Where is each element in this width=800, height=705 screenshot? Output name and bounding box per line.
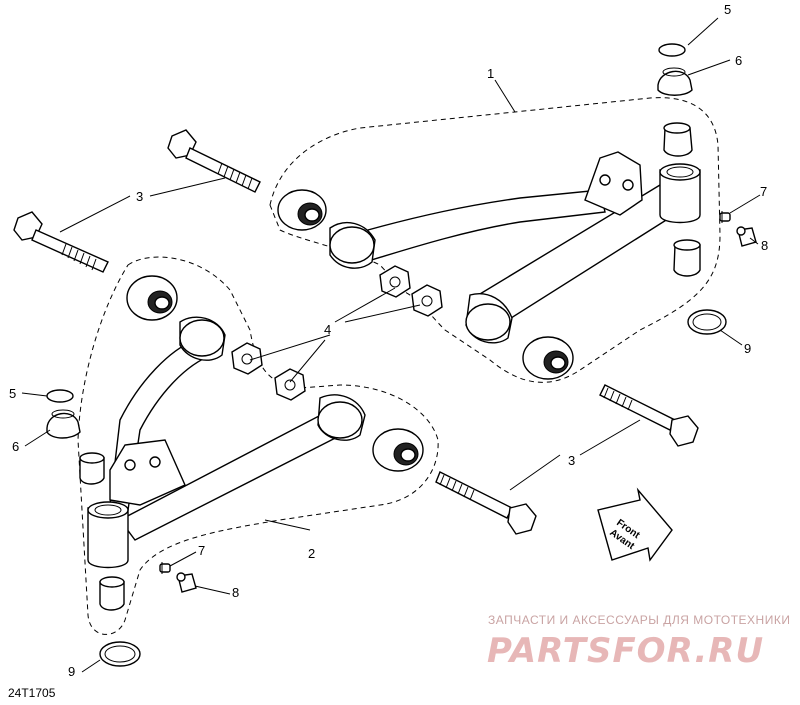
nut-4-d [274, 368, 306, 401]
callout-7-bottom: 7 [198, 543, 205, 558]
retaining-ring-5-bottom [46, 389, 74, 403]
lower-rear-bushing [372, 428, 424, 472]
callout-5-left: 5 [9, 386, 16, 401]
bolt-3-upper-right [599, 384, 699, 447]
callout-5-top: 5 [724, 2, 731, 17]
cap-8-top [736, 226, 757, 247]
front-direction-arrow: Front Avant [597, 487, 673, 562]
lower-arm-group-outline [77, 256, 439, 635]
callout-7-top: 7 [760, 184, 767, 199]
seal-ring-9-top [687, 309, 727, 335]
callout-2: 2 [308, 546, 315, 561]
callout-3-right: 3 [568, 453, 575, 468]
upper-a-arm [329, 151, 701, 344]
lower-a-arm [87, 316, 366, 569]
watermark-brand: PARTSFOR.RU [487, 631, 764, 671]
upper-front-bushing [277, 189, 327, 231]
seal-ring-9-bottom [99, 641, 141, 667]
callout-9-right: 9 [744, 341, 751, 356]
lower-bottom-bushing [99, 576, 125, 611]
bolt-3-lower-right [435, 471, 537, 535]
grease-fitting-7-top [719, 211, 731, 223]
watermark-caption: ЗАПЧАСТИ И АКСЕССУАРЫ ДЛЯ МОТОТЕХНИКИ [488, 613, 790, 627]
nut-4-c [231, 342, 263, 375]
bolt-3-upper-left [167, 129, 261, 193]
upper-bottom-bushing [673, 239, 701, 277]
lower-top-bushing [79, 452, 105, 485]
bolt-3-lower-left [13, 211, 109, 273]
callout-3-left: 3 [136, 189, 143, 204]
callout-6-left: 6 [12, 439, 19, 454]
upper-top-bushing [663, 122, 693, 157]
nut-4-b [411, 284, 443, 317]
upper-rear-bushing [522, 336, 574, 380]
callout-9-bottom: 9 [68, 664, 75, 679]
cap-6-bottom [46, 409, 81, 439]
callout-8-top: 8 [761, 238, 768, 253]
grease-fitting-7-bottom [159, 562, 171, 574]
lower-front-bushing [126, 275, 178, 321]
callout-4: 4 [324, 322, 331, 337]
nut-4-a [379, 265, 411, 298]
callout-6-top: 6 [735, 53, 742, 68]
callout-8-bottom: 8 [232, 585, 239, 600]
leader-lines [21, 17, 761, 673]
drawing-code: 24T1705 [8, 686, 56, 700]
cap-6-top [657, 67, 693, 96]
cap-8-bottom [176, 572, 197, 593]
retaining-ring-5-top [658, 43, 686, 57]
callout-1: 1 [487, 66, 494, 81]
